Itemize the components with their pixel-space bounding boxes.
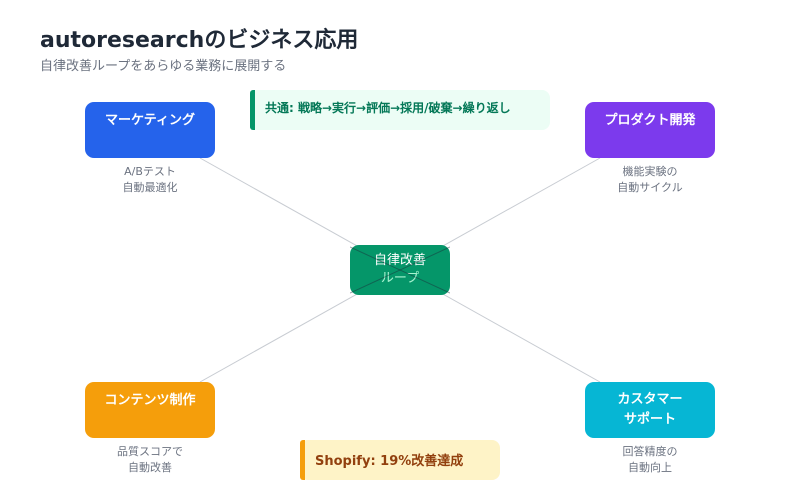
node-content: コンテンツ制作: [85, 382, 215, 438]
node-marketing-note-2: 自動最適化: [122, 181, 178, 194]
node-content-note-2: 自動改善: [128, 461, 172, 474]
node-support-note-1: 回答精度の: [622, 445, 678, 458]
page-title: autoresearchのビジネス応用: [40, 28, 359, 53]
result-text: Shopify: 19%改善達成: [315, 454, 464, 469]
node-support-label-2: サポート: [623, 412, 676, 427]
banner-accent-bar: [250, 90, 255, 130]
node-marketing-label: マーケティング: [105, 113, 195, 128]
center-label-1: 自律改善: [373, 253, 426, 268]
node-product-note: 機能実験の 自動サイクル: [585, 164, 715, 196]
node-support-note: 回答精度の 自動向上: [585, 444, 715, 476]
center-label-2: ループ: [380, 271, 420, 286]
common-process-banner: 共通: 戦略→実行→評価→採用/破棄→繰り返し: [250, 90, 550, 130]
page-subtitle: 自律改善ループをあらゆる業務に展開する: [40, 59, 287, 74]
node-product-note-1: 機能実験の: [622, 165, 678, 178]
result-accent-bar: [300, 440, 305, 480]
node-content-note: 品質スコアで 自動改善: [85, 444, 215, 476]
node-marketing-note-1: A/Bテスト: [124, 165, 176, 178]
node-content-label: コンテンツ制作: [104, 393, 196, 408]
node-product-label: プロダクト開発: [604, 113, 696, 128]
node-content-note-1: 品質スコアで: [117, 445, 183, 458]
node-support-label-1: カスタマー: [617, 392, 683, 407]
center-cross-lines: [350, 246, 450, 294]
node-marketing-note: A/Bテスト 自動最適化: [85, 164, 215, 196]
node-support: カスタマー サポート: [585, 382, 715, 438]
node-support-note-2: 自動向上: [628, 461, 672, 474]
node-product: プロダクト開発: [585, 102, 715, 158]
node-product-note-2: 自動サイクル: [617, 181, 683, 194]
node-marketing: マーケティング: [85, 102, 215, 158]
result-banner: Shopify: 19%改善達成: [300, 440, 500, 480]
common-process-text: 共通: 戦略→実行→評価→採用/破棄→繰り返し: [265, 101, 511, 115]
center-node: 自律改善 ループ: [350, 245, 450, 295]
